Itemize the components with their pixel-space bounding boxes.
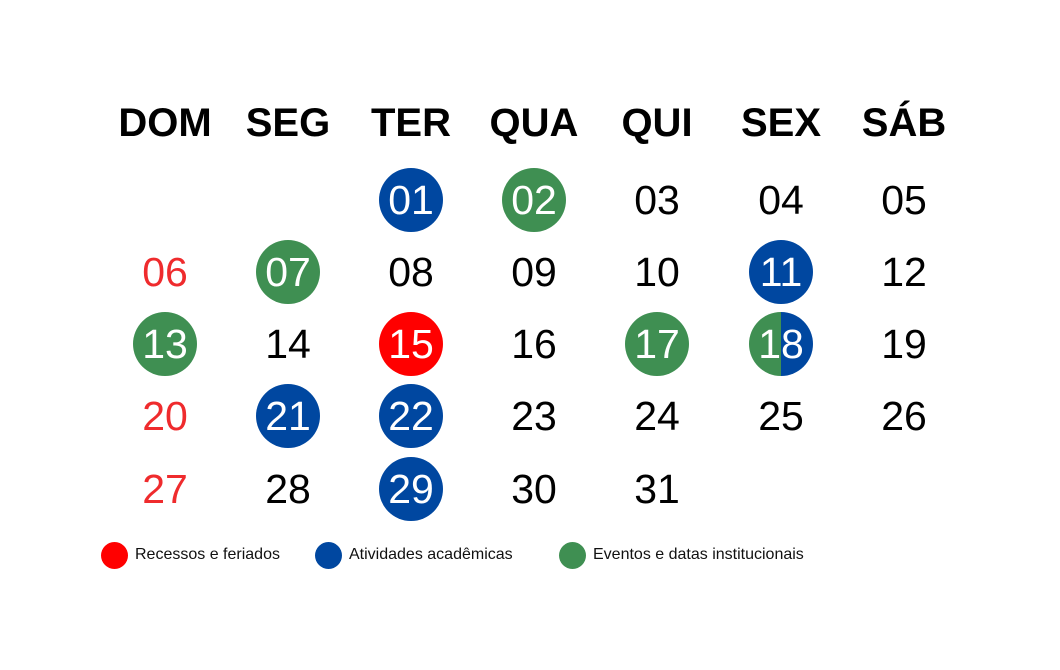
day-cell: 31 — [634, 465, 680, 512]
day-cell: 30 — [511, 465, 557, 512]
day-cell: 05 — [881, 176, 927, 223]
day-cell: 02 — [502, 168, 566, 232]
legend-item-eventos: Eventos e datas institucionais — [559, 541, 804, 569]
weekday-header-qua: QUA — [489, 101, 579, 145]
day-cell: 03 — [634, 176, 680, 223]
red-dot-icon — [101, 541, 128, 569]
day-cell: 07 — [256, 240, 320, 304]
weekday-header-qui: QUI — [621, 101, 693, 145]
day-cell: 26 — [881, 392, 927, 439]
weekday-header-dom: DOM — [118, 101, 212, 145]
green-dot-icon — [559, 541, 586, 569]
legend-item-atividades: Atividades acadêmicas — [315, 541, 513, 569]
weekday-header-seg: SEG — [245, 101, 331, 145]
day-cell: 16 — [511, 320, 557, 367]
day-cell: 12 — [881, 248, 927, 295]
day-cell: 01 — [379, 168, 443, 232]
day-cell: 06 — [142, 248, 188, 295]
day-cell: 14 — [265, 320, 311, 367]
day-cell: 15 — [379, 312, 443, 376]
day-cell: 17 — [625, 312, 689, 376]
weekday-header-sex: SEX — [740, 101, 822, 145]
weekday-header-sab: SÁB — [861, 101, 947, 145]
day-cell: 18 — [749, 312, 813, 376]
blue-dot-icon — [315, 541, 342, 569]
day-cell: 22 — [379, 384, 443, 448]
legend-label: Recessos e feriados — [135, 546, 280, 563]
day-cell: 10 — [634, 248, 680, 295]
day-cell: 09 — [511, 248, 557, 295]
day-cell: 23 — [511, 392, 557, 439]
weekday-header-ter: TER — [371, 101, 451, 145]
day-cell: 08 — [388, 248, 434, 295]
day-cell: 13 — [133, 312, 197, 376]
legend-label: Eventos e datas institucionais — [593, 546, 804, 563]
day-cell: 29 — [379, 457, 443, 521]
day-cell: 21 — [256, 384, 320, 448]
day-cell: 20 — [142, 392, 188, 439]
day-cell: 04 — [758, 176, 804, 223]
day-cell: 28 — [265, 465, 311, 512]
day-cell: 24 — [634, 392, 680, 439]
legend-item-recessos: Recessos e feriados — [101, 541, 280, 569]
day-cell: 19 — [881, 320, 927, 367]
day-cell: 27 — [142, 465, 188, 512]
legend-label: Atividades acadêmicas — [349, 546, 513, 563]
day-cell: 11 — [749, 240, 813, 304]
day-cell: 25 — [758, 392, 804, 439]
